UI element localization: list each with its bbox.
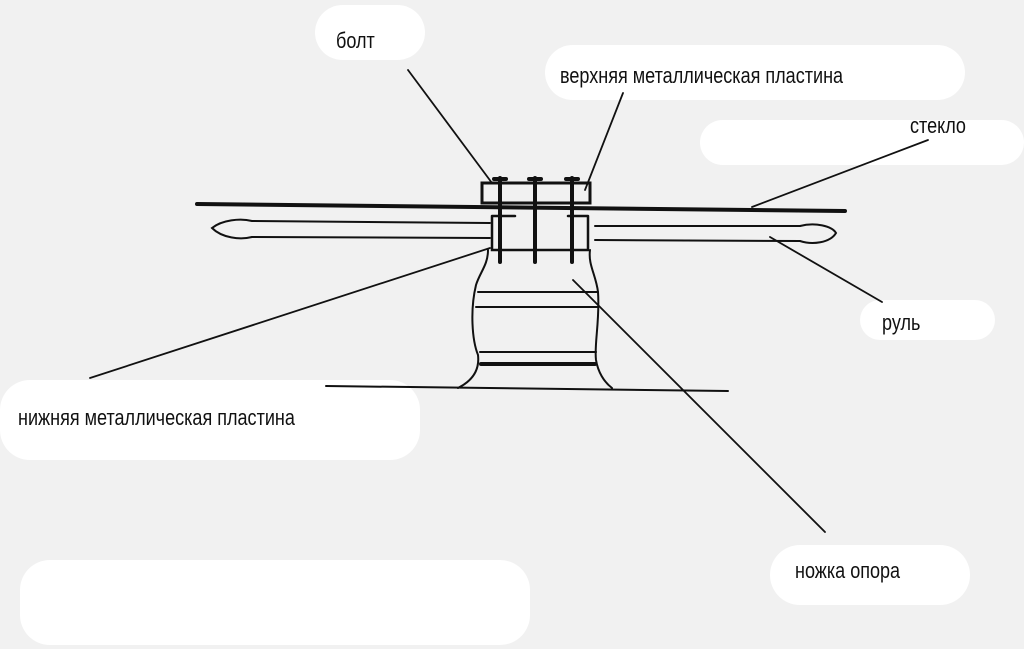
- label-handlebar: руль: [882, 310, 921, 335]
- label-lower-plate: нижняя металлическая пластина: [18, 405, 295, 430]
- erase-mark: [545, 45, 965, 100]
- support-leg: [325, 249, 729, 392]
- erase-mark: [770, 545, 970, 605]
- label-support-leg: ножка опора: [795, 558, 901, 583]
- label-upper-plate: верхняя металлическая пластина: [560, 63, 844, 88]
- label-glass: стекло: [910, 113, 966, 138]
- label-bolt: болт: [336, 28, 375, 53]
- erase-mark: [315, 5, 425, 60]
- erase-mark: [20, 560, 530, 645]
- glass-line: [195, 202, 847, 213]
- erase-mark: [700, 120, 1024, 165]
- erase-mark: [860, 300, 995, 340]
- bolts: [492, 176, 580, 264]
- erase-mark: [0, 380, 420, 460]
- leader-lines: [89, 69, 929, 533]
- handlebar: [210, 218, 838, 244]
